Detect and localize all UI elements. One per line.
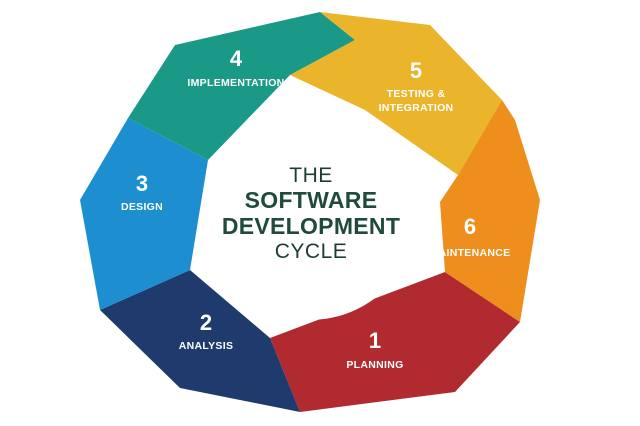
stage-2-analysis-segment (100, 270, 300, 412)
stage-2-number: 2 (200, 310, 212, 335)
center-title-line-development: DEVELOPMENT (222, 213, 400, 239)
stage-2-label: ANALYSIS (179, 340, 234, 352)
stage-3-design-segment (80, 118, 208, 310)
stage-5-testing-integration-segment (290, 12, 502, 175)
stage-1-label: PLANNING (346, 359, 403, 371)
stage-4-number: 4 (230, 46, 243, 71)
stage-3-number: 3 (136, 171, 148, 196)
stage-1-number: 1 (369, 328, 381, 353)
stage-4-implementation-segment (128, 12, 355, 160)
center-title-line-software: SOFTWARE (245, 187, 378, 213)
stage-1-planning-segment (270, 272, 520, 412)
stage-5-label-line-1: TESTING & (387, 88, 446, 100)
stage-6-maintenance-segment (440, 100, 540, 322)
center-title-line-cycle: CYCLE (275, 240, 348, 263)
center-title-line-the: THE (289, 164, 333, 187)
stage-5-number: 5 (410, 58, 422, 83)
stage-6-label: MAINTENANCE (430, 247, 511, 259)
center-circle (202, 104, 418, 320)
stage-3-label: DESIGN (121, 201, 163, 213)
stage-5-label-line-2: INTEGRATION (379, 102, 454, 114)
stage-4-label: IMPLEMENTATION (187, 77, 284, 89)
stage-6-number: 6 (464, 214, 476, 239)
